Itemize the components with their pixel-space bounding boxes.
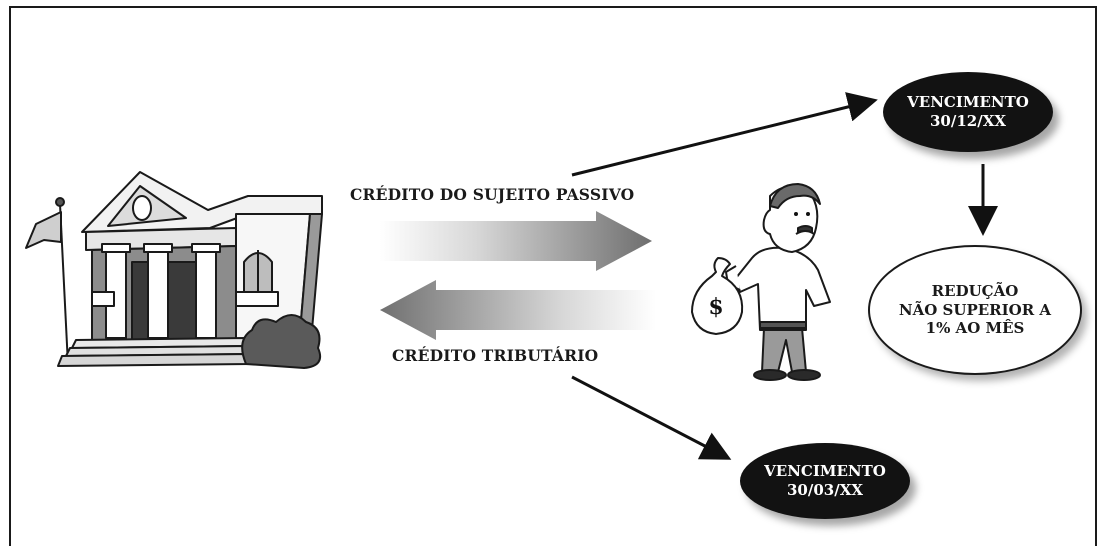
taxpayer-illustration: $ (691, 183, 831, 381)
flag-pole-top (55, 197, 65, 207)
bank-illustration (25, 171, 323, 369)
node-reducao-line3: 1% AO MÊS (925, 319, 1025, 338)
label-credit-taxpayer: CRÉDITO DO SUJEITO PASSIVO (350, 185, 635, 204)
person-hair (769, 183, 821, 209)
node-vencimento-top-line2: 30/12/XX (930, 112, 1006, 130)
money-bag (691, 257, 744, 335)
node-vencimento-top: VENCIMENTO 30/12/XX (883, 72, 1053, 152)
label-credit-tax: CRÉDITO TRIBUTÁRIO (392, 346, 599, 365)
bank-column (195, 249, 217, 339)
node-reducao-line1: REDUÇÃO (931, 281, 1019, 300)
arrow-to-vencimento-bottom (571, 375, 732, 460)
node-vencimento-bottom: VENCIMENTO 30/03/XX (740, 443, 910, 519)
bush (241, 314, 322, 369)
node-vencimento-bottom-line1: VENCIMENTO (764, 462, 886, 481)
person-pants (761, 327, 807, 373)
arrow-credit-taxpayer (380, 211, 652, 271)
pediment-window (132, 195, 152, 221)
arrow-to-vencimento-top (571, 92, 878, 177)
node-vencimento-top-line1: VENCIMENTO (907, 93, 1029, 112)
person-shirt (735, 246, 831, 331)
node-reducao: REDUÇÃO NÃO SUPERIOR A 1% AO MÊS (868, 245, 1082, 375)
person-shoe (787, 369, 821, 381)
person-shoe (753, 369, 787, 381)
money-bag-symbol: $ (708, 294, 723, 320)
arrow-credit-tax (380, 280, 656, 340)
node-reducao-line2: NÃO SUPERIOR A (898, 300, 1052, 319)
flag (25, 211, 62, 249)
bank-column (147, 249, 169, 339)
node-vencimento-bottom-line2: 30/03/XX (787, 481, 863, 499)
